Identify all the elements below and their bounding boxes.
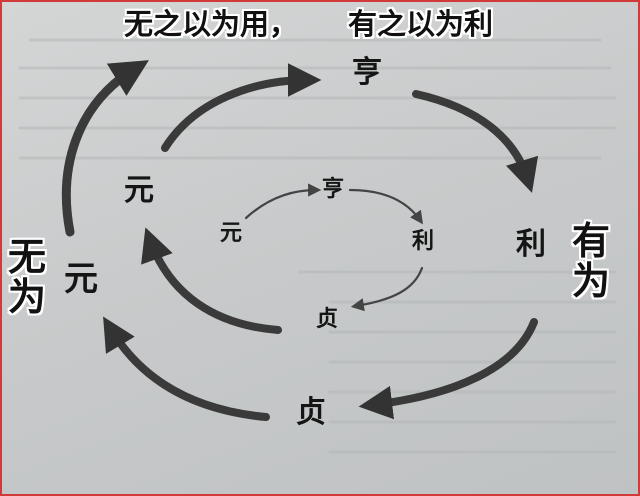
arrow-inner-heng-to-li xyxy=(348,188,424,225)
arrow-yuan-to-heng xyxy=(161,63,322,152)
inner-node-li: 利 xyxy=(412,228,435,254)
inner-node-zhen: 贞 xyxy=(316,306,339,332)
title-you-for-benefit: 有之以为利 xyxy=(348,7,494,41)
side-label-wuwei: 无为 xyxy=(8,235,47,319)
side-label-youwei: 有为 xyxy=(572,219,611,303)
inner-node-heng: 亨 xyxy=(322,176,345,202)
middle-node-yuan: 元 xyxy=(124,173,154,208)
arrow-heng-to-li xyxy=(412,90,539,193)
middle-node-heng: 亨 xyxy=(352,55,382,90)
arrow-inner-li-to-zhen xyxy=(350,266,424,312)
arrow-zhen-to-outer-yuan xyxy=(103,316,270,421)
outer-node-yuan: 元 xyxy=(64,259,98,299)
title-wu-for-use: 无之以为用， xyxy=(124,7,299,41)
middle-node-zhen: 贞 xyxy=(296,395,326,430)
arrow-inner-return-to-yuan xyxy=(141,227,282,334)
middle-node-li: 利 xyxy=(516,227,546,262)
arrow-li-to-zhen xyxy=(358,318,538,420)
arrow-inner-yuan-to-heng xyxy=(244,183,322,220)
inner-node-yuan: 元 xyxy=(220,220,243,246)
arrow-outer-yuan-to-title xyxy=(61,60,149,237)
